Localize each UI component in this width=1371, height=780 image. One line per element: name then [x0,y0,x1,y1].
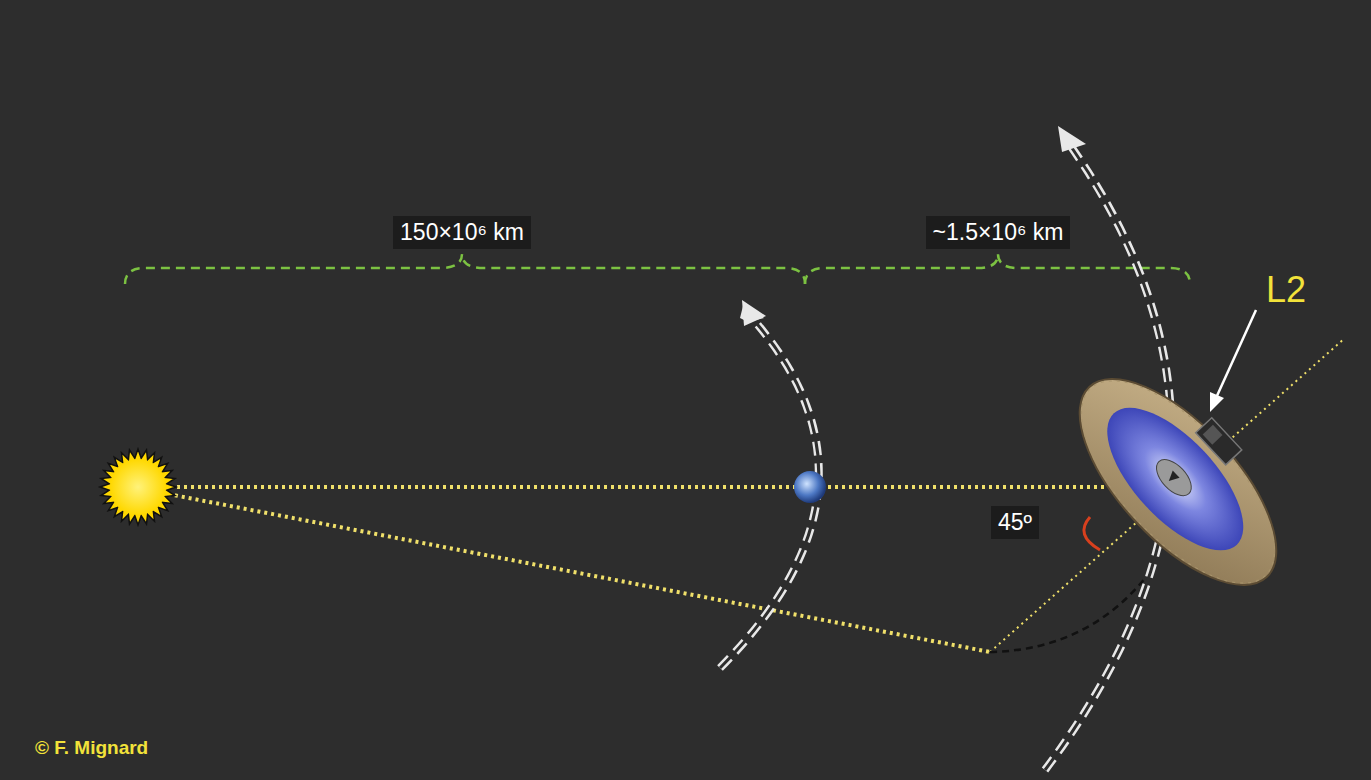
spacecraft [1047,347,1309,616]
sun-offset-line [168,494,990,652]
sun [100,449,176,525]
distance-brace [805,254,1190,284]
rotation-arc [990,572,1150,652]
distance-brace [125,254,805,284]
angle-arc [1084,517,1100,550]
earth [794,471,826,503]
spacecraft-module [1196,418,1242,465]
distance-label: 150×10⁶ km [393,216,531,249]
sun-earth-line [170,485,1150,489]
angle-label: 45º [991,506,1039,539]
copyright-note: © F. Mignard [35,737,148,759]
point-label: L2 [1266,269,1306,311]
l2-pointer [1210,310,1256,412]
distance-label: ~1.5×10⁶ km [926,216,1071,249]
